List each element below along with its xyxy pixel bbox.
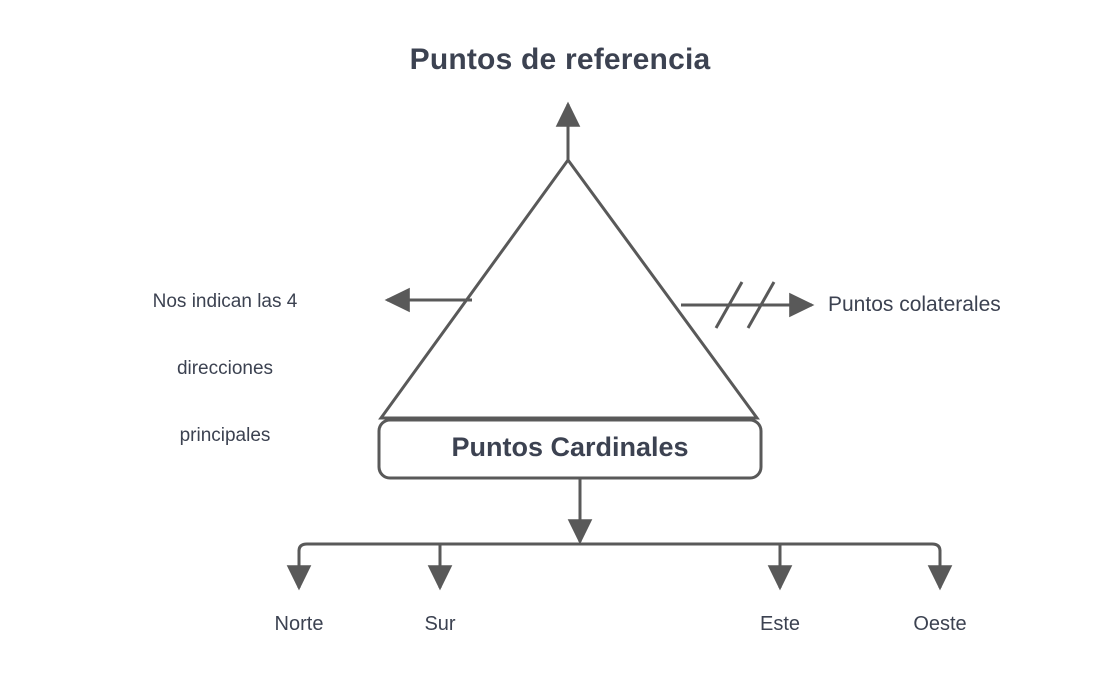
cardinal-label-oeste: Oeste	[913, 613, 967, 635]
cardinal-label-sur: Sur	[424, 613, 456, 635]
page-title: Puntos de referencia	[409, 43, 711, 76]
double-slash-mark-1	[714, 281, 744, 329]
left-branch-note: Nos indican las 4 direcciones principale…	[96, 246, 354, 492]
cardinal-label-este: Este	[759, 613, 801, 635]
left-branch-note-line-3: principales	[179, 425, 271, 447]
collateral-points-label: Puntos colaterales	[828, 293, 1001, 316]
cardinal-points-box-label: Puntos Cardinales	[451, 432, 689, 462]
double-slash-mark-2	[746, 281, 776, 329]
triangle-shape	[378, 157, 760, 420]
branch-bar	[297, 542, 942, 560]
left-branch-note-line-1: Nos indican las 4	[152, 290, 298, 312]
left-branch-note-line-2: direcciones	[176, 358, 274, 380]
cardinal-label-norte: Norte	[274, 613, 324, 635]
cardinal-points-box	[377, 418, 763, 480]
